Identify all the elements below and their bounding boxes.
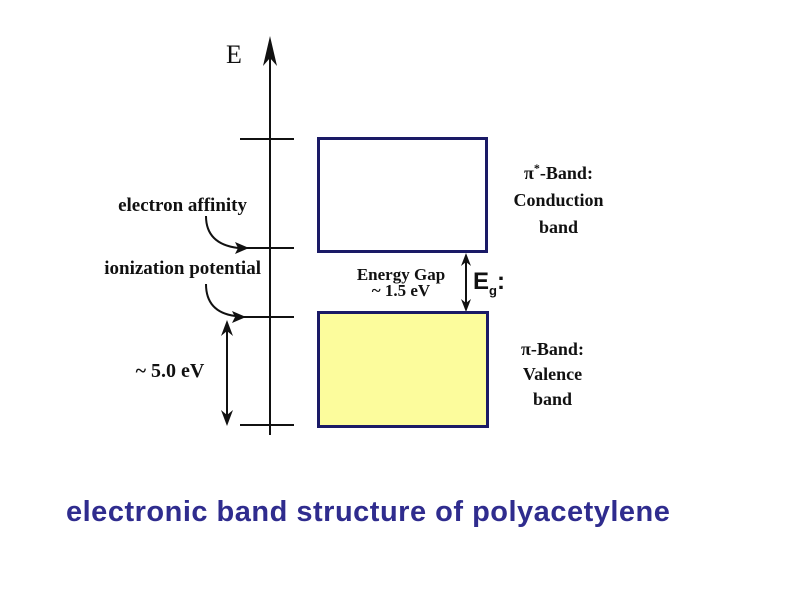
conduction-band-line2: Conduction <box>513 190 604 210</box>
conduction-band-label: π*-Band: Conduction band <box>496 155 621 241</box>
energy-gap-arrowhead-down-icon <box>461 299 471 312</box>
valence-band-line3: band <box>532 389 573 409</box>
energy-gap-line1: Energy Gap <box>356 265 446 284</box>
valence-band-rect <box>317 311 489 428</box>
energy-gap-line2: ~ 1.5 eV <box>371 281 431 300</box>
energy-gap-label: Energy Gap ~ 1.5 eV <box>344 265 458 300</box>
conduction-band-symbol: π*-Band: <box>524 161 593 183</box>
energy-gap-arrowhead-up-icon <box>461 253 471 266</box>
energy-axis-arrowhead-icon <box>263 36 277 66</box>
ionization-potential-curved-arrow <box>205 283 236 317</box>
valence-band-label: π-Band: Valence band <box>490 337 615 412</box>
energy-gap-symbol-colon: : <box>496 268 505 295</box>
energy-axis-label: E <box>226 40 242 69</box>
ionization-energy-value-label: ~ 5.0 eV <box>135 360 205 382</box>
pi-star-superscript: * <box>533 161 540 175</box>
energy-gap-symbol: Eg: <box>473 268 505 298</box>
electron-affinity-arrowhead-icon <box>235 242 249 254</box>
electron-affinity-label: electron affinity <box>118 195 247 216</box>
band-suffix: -Band: <box>530 339 584 359</box>
conduction-band-line3: band <box>538 217 579 237</box>
valence-band-symbol: π-Band: <box>521 339 584 359</box>
ip-magnitude-arrowhead-down-icon <box>221 410 233 426</box>
valence-band-line2: Valence <box>522 364 583 384</box>
energy-gap-symbol-subscript: g <box>489 283 497 298</box>
ionization-potential-arrowhead-icon <box>232 311 246 323</box>
pi-symbol: π <box>521 339 531 359</box>
ip-magnitude-arrowhead-up-icon <box>221 320 233 336</box>
electron-affinity-curved-arrow <box>205 215 239 249</box>
energy-gap-symbol-base: E <box>473 268 490 295</box>
conduction-band-rect <box>317 137 488 253</box>
band-suffix: -Band: <box>539 163 593 183</box>
slide-title: electronic band structure of polyacetyle… <box>66 496 671 528</box>
ionization-potential-label: ionization potential <box>104 258 261 279</box>
pi-symbol: π <box>524 163 534 183</box>
